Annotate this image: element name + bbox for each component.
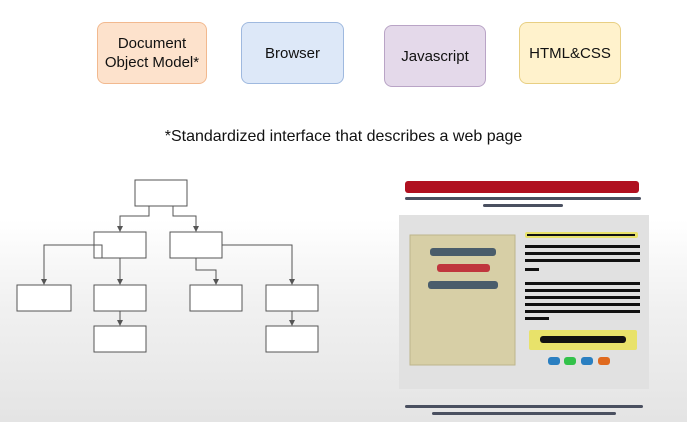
dom-card: Document Object Model* [97, 22, 207, 84]
text-line-3 [525, 259, 640, 262]
html-css-card-label: HTML&CSS [529, 44, 611, 62]
text-line-6 [525, 289, 640, 292]
dot-green [564, 357, 576, 365]
tree-root-node [134, 179, 188, 207]
tree-node-l1-a [93, 231, 147, 259]
text-line-1 [525, 245, 640, 248]
text-line-5 [525, 282, 640, 285]
text-line-2 [525, 252, 640, 255]
javascript-card-label: Javascript [401, 47, 469, 65]
html-css-card: HTML&CSS [519, 22, 621, 84]
tree-node-l1-b [169, 231, 223, 259]
browser-card-label: Browser [264, 44, 320, 62]
web-page-illustration [399, 181, 649, 415]
page-sidebar-panel [409, 234, 516, 366]
browser-card: Browser [241, 22, 344, 84]
footer-line-2 [432, 412, 616, 415]
sidebar-nav-item-2 [428, 281, 498, 289]
dot-orange [598, 357, 610, 365]
text-line-7 [525, 296, 640, 299]
page-header-bar [405, 181, 639, 193]
dom-card-label: Document Object Model* [104, 35, 200, 71]
footer-line-1 [405, 405, 643, 408]
page-header-underline [405, 197, 641, 200]
dot-blue-2 [581, 357, 593, 365]
text-line-4 [525, 268, 539, 271]
text-line-8 [525, 303, 640, 306]
sidebar-nav-item-1 [430, 248, 496, 256]
tree-node-l3-a [93, 325, 147, 353]
text-line-10 [525, 317, 549, 320]
javascript-card: Javascript [384, 25, 486, 87]
tree-node-l2-a [16, 284, 72, 312]
footnote: *Standardized interface that describes a… [164, 128, 523, 145]
tree-node-l2-d [265, 284, 319, 312]
tree-connectors [41, 206, 295, 326]
callout-button [540, 336, 626, 343]
text-line-9 [525, 310, 640, 313]
tree-node-l2-b [93, 284, 147, 312]
dot-blue-1 [548, 357, 560, 365]
tree-node-l2-c [189, 284, 243, 312]
page-subheader-line [483, 204, 563, 207]
sidebar-nav-item-active [437, 264, 490, 272]
tree-node-l3-b [265, 325, 319, 353]
